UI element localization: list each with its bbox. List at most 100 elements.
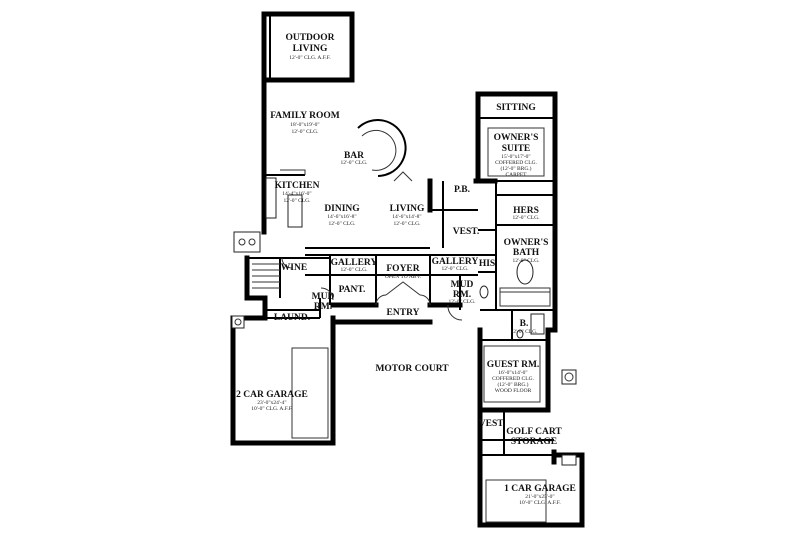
- room-spec: 12'-0" CLG.: [512, 258, 540, 264]
- room-mud-rm-left: MUD RM.: [312, 292, 335, 312]
- room-name: HIS: [479, 259, 495, 269]
- b-bath-fixtures: [516, 313, 545, 339]
- guest-rug: [483, 345, 541, 403]
- room-outdoor-living: OUTDOOR LIVING 12'-0" CLG. A.F.F.: [285, 33, 334, 61]
- room-name: BATH: [513, 248, 540, 258]
- room-spec: 12'-0" CLG.: [283, 198, 311, 204]
- room-name: DINING: [324, 204, 360, 214]
- room-spec: (12'-0" BRG.): [497, 381, 528, 388]
- ac-units: [231, 315, 577, 466]
- room-name: SITTING: [496, 103, 536, 113]
- bar-curve: [357, 119, 407, 177]
- room-mud-rm-right: MUD RM. 12'-0" CLG.: [448, 280, 476, 305]
- room-name: LIVING: [293, 44, 328, 54]
- room-spec: 10'-0" CLG. A.F.F.: [519, 500, 561, 506]
- room-b: B. 12'-0" CLG.: [510, 319, 538, 335]
- room-name: GALLERY: [432, 257, 479, 267]
- room-golf-cart-storage: GOLF CART STORAGE: [506, 427, 562, 447]
- room-name: RM.: [314, 302, 332, 312]
- room-name: KITCHEN: [275, 181, 320, 191]
- room-spec: 12'-0" CLG.: [328, 221, 356, 227]
- kitchen-fixtures: [233, 169, 306, 253]
- room-owners-suite: OWNER'S SUITE 15'-0"x17'-0" COFFERED CLG…: [494, 133, 539, 178]
- room-spec: CARPET: [505, 172, 527, 178]
- room-gallery-right: GALLERY 12'-0" CLG.: [432, 257, 479, 272]
- room-spec: 12'-0" CLG.: [510, 329, 538, 335]
- room-name: MOTOR COURT: [375, 364, 449, 374]
- room-name: RM.: [453, 290, 471, 300]
- room-name: OWNER'S: [504, 238, 549, 248]
- room-name: STORAGE: [511, 437, 557, 447]
- room-name: 2 CAR GARAGE: [236, 390, 308, 400]
- room-owners-bath: OWNER'S BATH 12'-0" CLG.: [504, 238, 549, 264]
- room-name: B.: [520, 319, 529, 329]
- room-name: VEST.: [453, 227, 480, 237]
- room-vest-lower: VEST.: [479, 419, 506, 429]
- owners-bath-fixtures: [479, 259, 551, 307]
- room-spec: COFFERED CLG.: [495, 160, 537, 166]
- room-family-room: FAMILY ROOM 18'-0"x19'-0" 12'-0" CLG.: [270, 111, 340, 135]
- room-gallery-left: GALLERY 12'-0" CLG.: [331, 258, 378, 273]
- owners-suite-rug: [487, 127, 545, 177]
- room-spec: 14'-4"x16'-0": [282, 191, 311, 197]
- room-name: GUEST RM.: [487, 360, 540, 370]
- room-name: GALLERY: [331, 258, 378, 268]
- room-spec: 15'-0"x17'-0": [501, 154, 530, 160]
- room-dining: DINING 14'-6"x16'-8" 12'-0" CLG.: [324, 204, 360, 227]
- room-living: LIVING 14'-6"x14'-8" 12'-0" CLG.: [390, 204, 425, 227]
- room-spec: 12'-0" CLG.: [441, 266, 469, 272]
- room-spec: 12'-0" CLG.: [393, 221, 421, 227]
- room-spec: 10'-0" CLG. A.F.F.: [251, 406, 293, 412]
- room-his: HIS: [479, 259, 495, 269]
- room-name: FOYER: [386, 264, 419, 274]
- room-name: LIVING: [390, 204, 425, 214]
- room-2-car-garage: 2 CAR GARAGE 23'-0"x24'-4" 10'-0" CLG. A…: [236, 390, 308, 412]
- garage-cars: [291, 347, 547, 523]
- room-spec: COFFERED CLG.: [492, 376, 534, 382]
- room-name: GOLF CART: [506, 427, 562, 437]
- room-wine: WINE: [281, 263, 307, 273]
- room-spec: 21'-0"x25'-0": [525, 494, 554, 500]
- room-1-car-garage: 1 CAR GARAGE 21'-0"x25'-0" 10'-0" CLG. A…: [504, 484, 576, 506]
- room-spec: WOOD FLOOR: [495, 388, 532, 394]
- room-hers: HERS 12'-0" CLG.: [512, 206, 540, 221]
- room-vest-upper: VEST.: [453, 227, 480, 237]
- doors: [281, 171, 463, 321]
- room-spec: 18'-0"x19'-0": [290, 122, 319, 128]
- room-name: WINE: [281, 263, 307, 273]
- room-spec: 14'-6"x14'-8": [392, 214, 421, 220]
- room-sitting: SITTING: [496, 103, 536, 113]
- room-spec: 12'-0" CLG.: [340, 267, 368, 273]
- room-foyer: FOYER OPEN TO ABV.: [385, 264, 422, 280]
- room-spec: 12'-0" CLG. A.F.F.: [289, 55, 331, 61]
- room-name: BAR: [344, 151, 364, 161]
- room-name: P.B.: [454, 185, 470, 195]
- room-name: OUTDOOR: [285, 33, 334, 43]
- room-bar: BAR 12'-0" CLG.: [340, 151, 368, 166]
- room-name: SUITE: [502, 144, 531, 154]
- room-spec: OPEN TO ABV.: [385, 274, 422, 280]
- room-name: VEST.: [479, 419, 506, 429]
- room-name: FAMILY ROOM: [270, 111, 340, 121]
- room-name: PANT.: [339, 285, 366, 295]
- stairs: [252, 263, 280, 289]
- room-spec: (12'-0" BRG.): [500, 165, 531, 172]
- room-spec: 12'-0" CLG.: [512, 215, 540, 221]
- room-entry: ENTRY: [387, 308, 420, 318]
- room-name: HERS: [513, 206, 539, 216]
- interior-walls: [247, 117, 555, 456]
- room-spec: 14'-6"x16'-8": [327, 214, 356, 220]
- room-name: OWNER'S: [494, 133, 539, 143]
- room-name: LAUND.: [274, 313, 310, 323]
- room-motor-court: MOTOR COURT: [375, 364, 449, 374]
- room-kitchen: KITCHEN 14'-4"x16'-0" 12'-0" CLG.: [275, 181, 320, 204]
- room-name: MUD: [451, 280, 474, 290]
- room-spec: 12'-0" CLG.: [340, 160, 368, 166]
- room-spec: 12'-0" CLG.: [291, 129, 319, 135]
- room-spec: 23'-0"x24'-4": [257, 400, 286, 406]
- room-pant: PANT.: [339, 285, 366, 295]
- room-name: MUD: [312, 292, 335, 302]
- room-name: 1 CAR GARAGE: [504, 484, 576, 494]
- room-guest-rm: GUEST RM. 16'-0"x14'-0" COFFERED CLG. (1…: [487, 360, 540, 394]
